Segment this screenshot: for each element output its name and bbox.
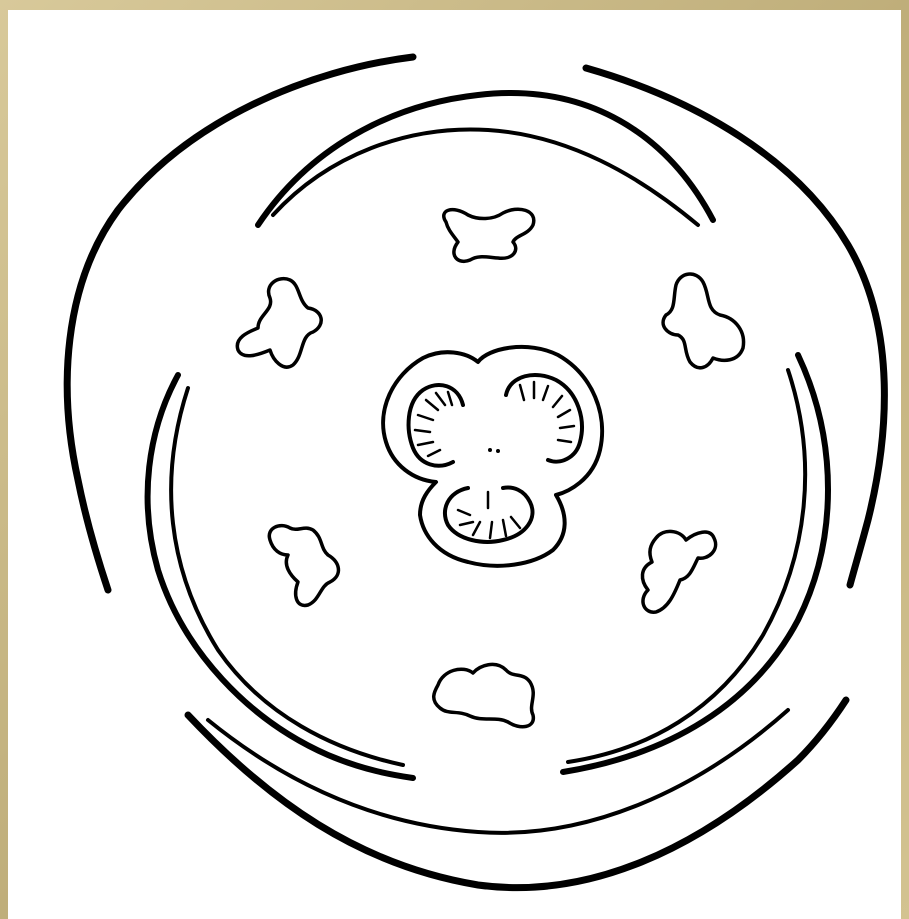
outer-tepal-upper-right	[586, 68, 884, 585]
stamen-upper-left	[237, 279, 321, 367]
locule-left	[409, 385, 463, 466]
stamen-upper-right	[663, 274, 743, 368]
inner-whorl	[171, 129, 805, 832]
locule-left-ovules	[415, 392, 452, 456]
stamen-bottom	[434, 664, 534, 726]
outer-whorl	[67, 57, 884, 888]
stamen-lower-right	[642, 531, 715, 612]
ovary	[383, 347, 602, 566]
inner-tepal-bottom	[208, 710, 788, 833]
inner-tepal-left	[171, 388, 403, 765]
middle-tepal-top	[258, 93, 713, 225]
locule-bottom	[445, 488, 533, 542]
middle-whorl	[148, 93, 828, 778]
diagram-canvas	[8, 10, 901, 919]
locule-right-ovules	[520, 382, 574, 442]
ovary-center-dots	[488, 448, 500, 453]
stamens	[237, 209, 743, 727]
locule-left-wall	[409, 385, 463, 466]
floral-diagram	[8, 10, 901, 919]
outer-tepal-bottom	[188, 700, 846, 888]
stamen-lower-left	[269, 526, 338, 606]
stamen-top	[444, 209, 534, 261]
locule-right-wall	[506, 375, 582, 462]
locule-bottom-ovules	[458, 492, 520, 538]
locule-right	[506, 375, 582, 462]
outer-tepal-upper-left	[67, 57, 413, 590]
